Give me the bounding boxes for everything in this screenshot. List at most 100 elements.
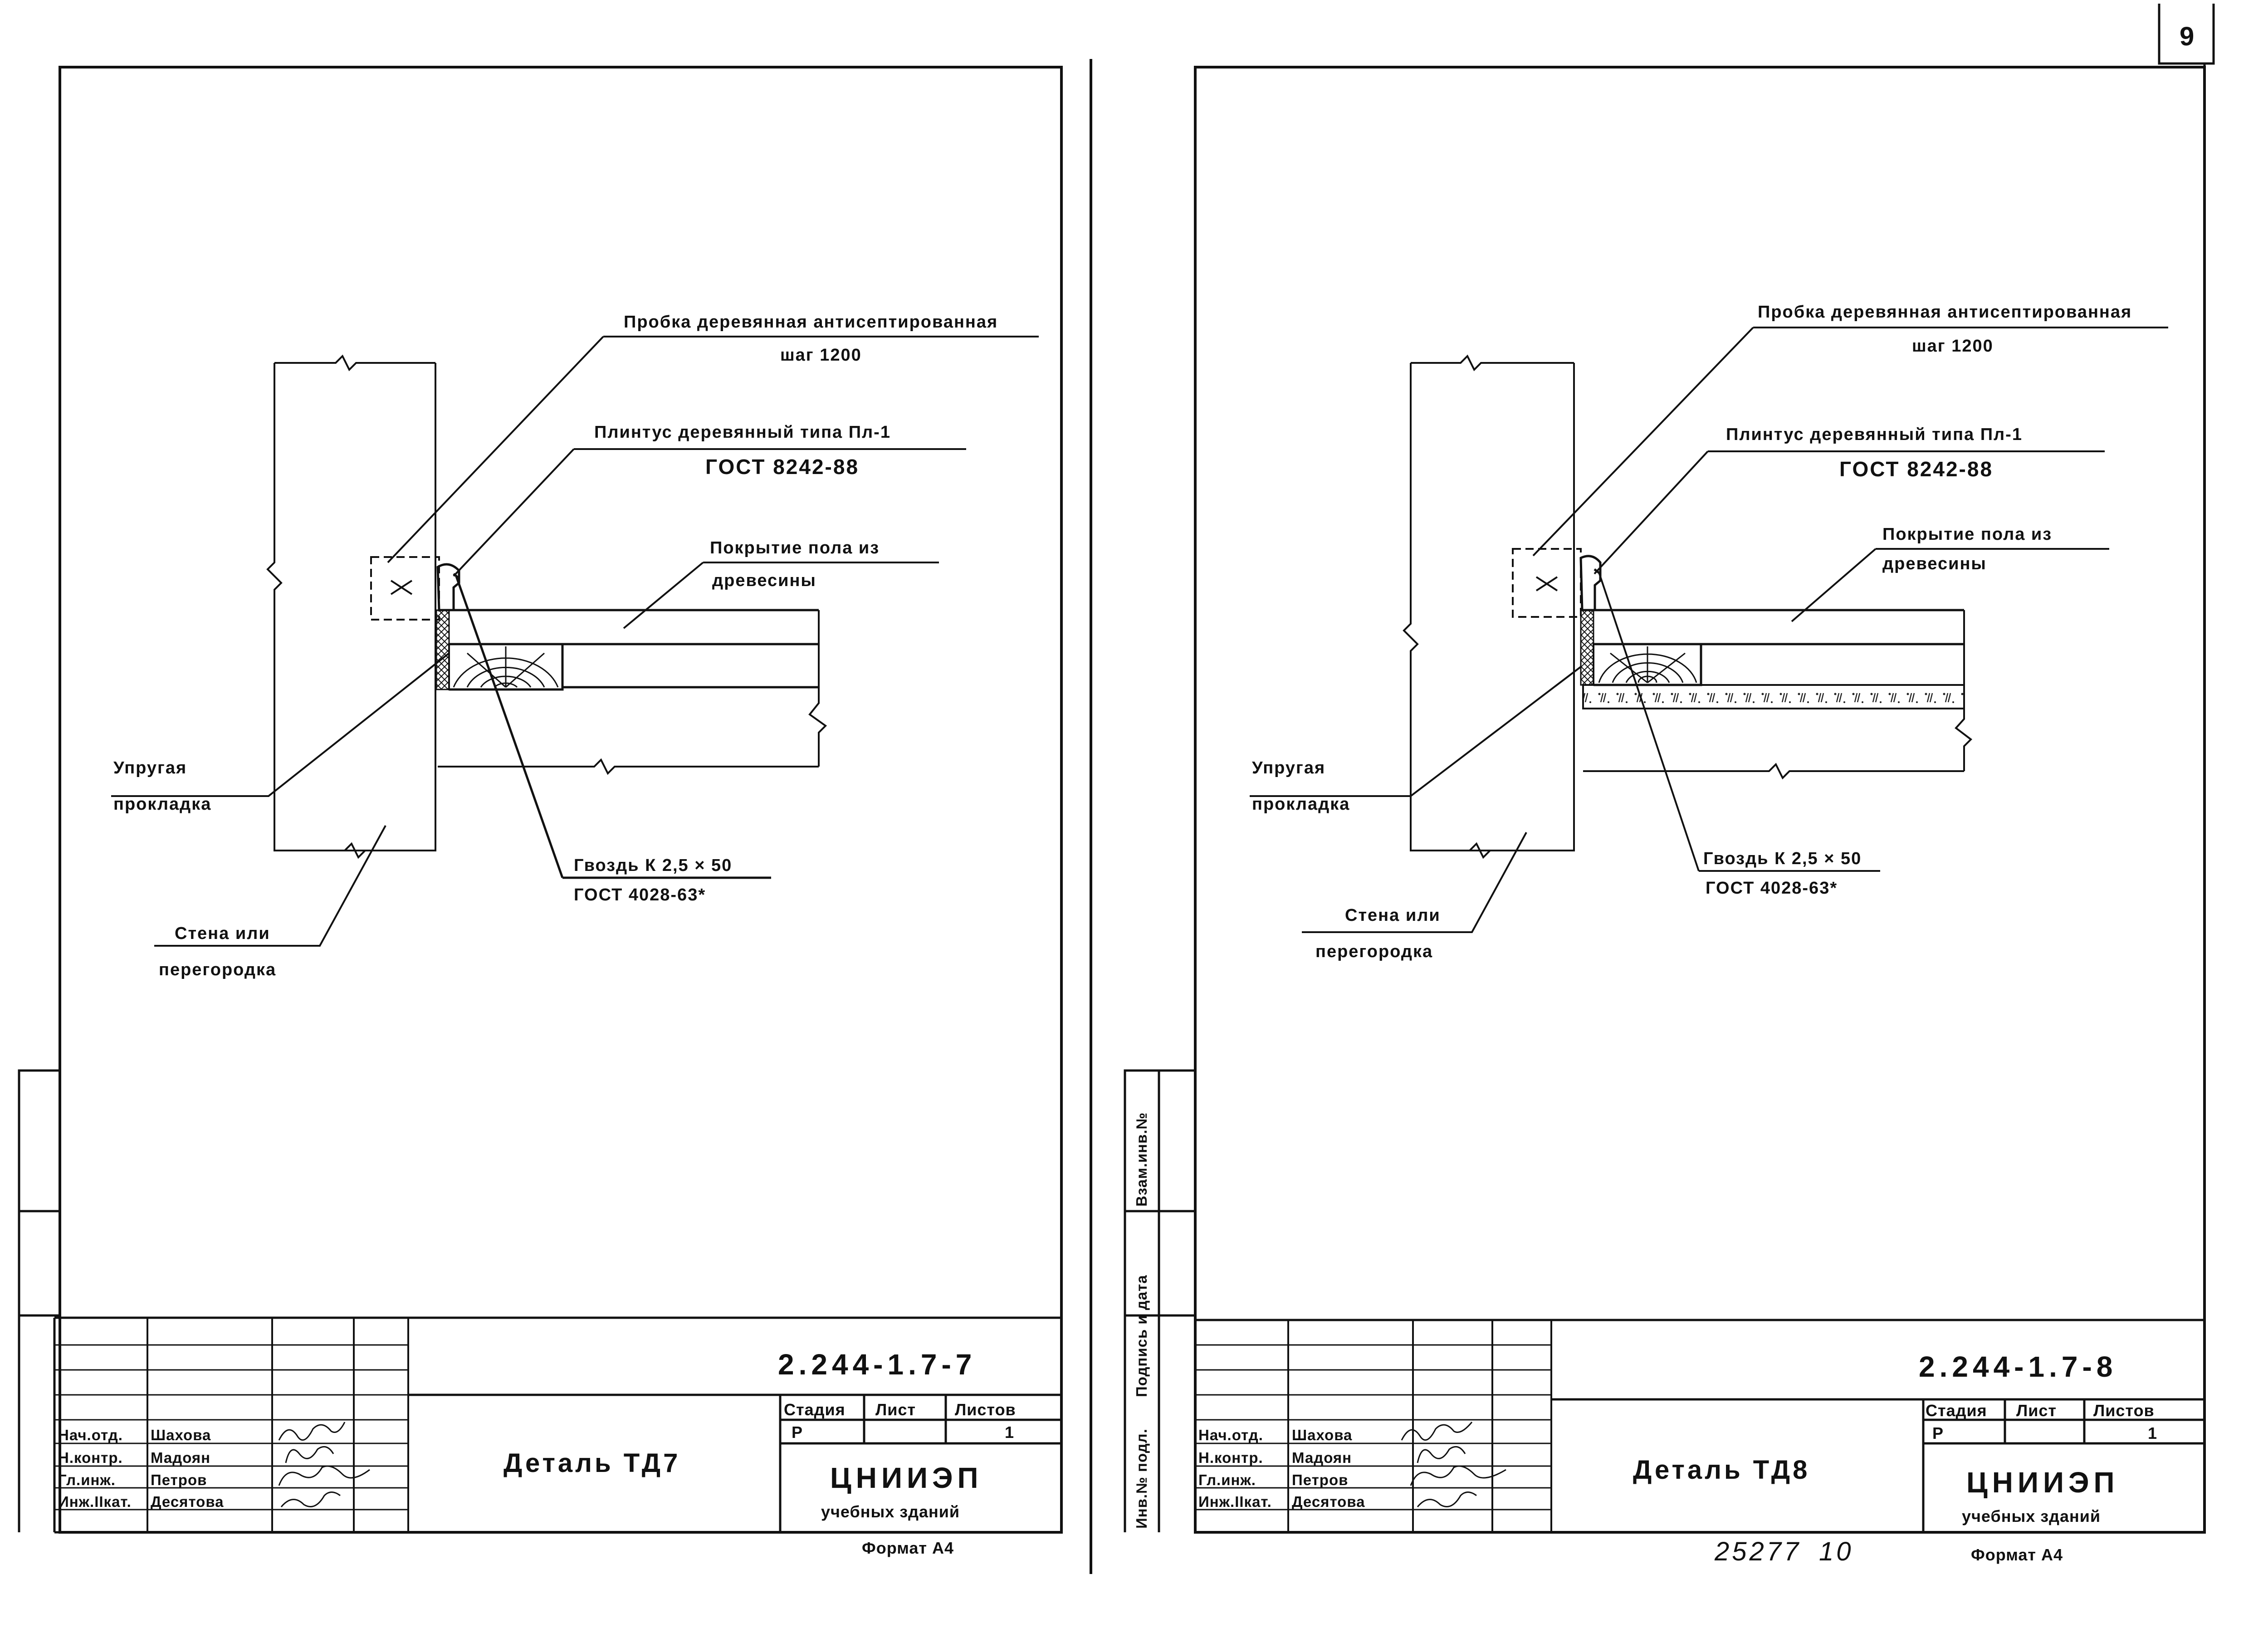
sheet-right: Взам.инв.№ Подпись и дата Инв.№ подл. bbox=[1124, 64, 2206, 1566]
leader-plug bbox=[1532, 327, 2168, 557]
doc-number: 25277 bbox=[1714, 1537, 1801, 1566]
header-sheet: Лист bbox=[875, 1400, 916, 1419]
label-floor-line2: древесины bbox=[712, 571, 816, 590]
value-sheets: 1 bbox=[1005, 1423, 1014, 1442]
title-detail: Деталь ТД7 bbox=[503, 1448, 680, 1478]
elastic-gasket bbox=[1580, 609, 1594, 686]
leader-plug bbox=[387, 336, 1039, 563]
label-gasket-line2: прокладка bbox=[113, 795, 211, 814]
plinth bbox=[436, 563, 460, 611]
org-subtitle: учебных зданий bbox=[1962, 1507, 2101, 1525]
org-subtitle: учебных зданий bbox=[821, 1502, 960, 1521]
elastic-gasket bbox=[435, 609, 450, 690]
name-4: Десятова bbox=[151, 1493, 224, 1510]
label-plug-line1: Пробка деревянная антисептированная bbox=[624, 313, 998, 332]
floor-break-right bbox=[1955, 610, 1973, 771]
label-gasket-line2: прокладка bbox=[1252, 795, 1350, 814]
role-1: Нач.отд. bbox=[1198, 1427, 1263, 1443]
name-3: Петров bbox=[1292, 1472, 1348, 1488]
subfloor-line bbox=[1583, 763, 1964, 780]
detail-td8: Пробка деревянная антисептированная шаг … bbox=[1250, 303, 2168, 961]
label-wall-line2: перегородка bbox=[1315, 942, 1433, 961]
doc-suffix: 10 bbox=[1819, 1537, 1854, 1566]
stamp-replace-inv: Взам.инв.№ bbox=[1133, 1112, 1150, 1207]
label-floor-line2: древесины bbox=[1882, 554, 1987, 573]
header-sheets: Листов bbox=[955, 1400, 1016, 1419]
sheet-number-box: 9 bbox=[2158, 4, 2215, 65]
label-plinth-line2: ГОСТ 8242-88 bbox=[1839, 457, 1993, 481]
leader-floor bbox=[1791, 548, 2109, 622]
wall-break-top bbox=[274, 354, 435, 372]
header-sheets: Листов bbox=[2093, 1401, 2155, 1420]
wooden-plug bbox=[370, 556, 440, 621]
subfloor-line bbox=[438, 758, 819, 775]
leader-wall bbox=[154, 825, 386, 947]
floor-board bbox=[449, 609, 819, 691]
role-3: Гл.инж. bbox=[58, 1472, 116, 1488]
org-name: ЦНИИЭП bbox=[830, 1462, 983, 1494]
wall-break-bottom bbox=[274, 842, 435, 859]
leader-wall bbox=[1302, 832, 1527, 933]
label-plug-line2: шаг 1200 bbox=[1912, 337, 1994, 356]
label-gasket-line1: Упругая bbox=[1252, 758, 1325, 777]
label-plinth-line1: Плинтус деревянный типа Пл-1 bbox=[594, 423, 891, 442]
plinth bbox=[1579, 555, 1602, 611]
joist bbox=[1593, 643, 1702, 686]
sheet-left-margin-strip bbox=[18, 1069, 60, 1532]
format-label: Формат А4 bbox=[1971, 1545, 2063, 1564]
value-stage: Р bbox=[792, 1423, 803, 1442]
label-gasket-line1: Упругая bbox=[113, 758, 187, 777]
floor-break-right bbox=[808, 610, 827, 767]
title-block-left: 2.244-1.7-7 Деталь ТД7 Стадия Лист Листо… bbox=[53, 1316, 1061, 1557]
label-wall-line2: перегородка bbox=[159, 960, 276, 979]
label-plug-line2: шаг 1200 bbox=[780, 346, 862, 365]
signatures-left bbox=[278, 1422, 370, 1507]
sheet-number: 9 bbox=[2180, 22, 2197, 51]
detail-td7: Пробка деревянная антисептированная шаг … bbox=[111, 313, 1039, 979]
name-4: Десятова bbox=[1292, 1493, 1365, 1510]
leader-gasket bbox=[1250, 666, 1582, 797]
role-1: Нач.отд. bbox=[58, 1427, 123, 1443]
header-stage: Стадия bbox=[1926, 1401, 1987, 1420]
leader-plinth bbox=[453, 448, 966, 577]
label-plug-line1: Пробка деревянная антисептированная bbox=[1758, 303, 2132, 322]
label-wall-line1: Стена или bbox=[1345, 906, 1441, 925]
plug-cross bbox=[1535, 576, 1558, 592]
value-stage: Р bbox=[1932, 1424, 1944, 1442]
name-1: Шахова bbox=[1292, 1427, 1352, 1443]
role-4: Инж.IIкат. bbox=[1198, 1493, 1272, 1510]
title-code: 2.244-1.7-8 bbox=[1919, 1350, 2117, 1383]
label-floor-line1: Покрытие пола из bbox=[1882, 525, 2052, 544]
stamp-signature-date: Подпись и дата bbox=[1133, 1275, 1150, 1397]
leader-gasket bbox=[111, 652, 450, 797]
role-3: Гл.инж. bbox=[1198, 1472, 1256, 1488]
title-block-right: 2.244-1.7-8 Деталь ТД8 Стадия Лист Листо… bbox=[1195, 1319, 2204, 1566]
wall-break-top bbox=[1411, 354, 1574, 372]
role-2: Н.контр. bbox=[1198, 1449, 1263, 1466]
label-nail-line1: Гвоздь К 2,5 × 50 bbox=[574, 856, 732, 875]
label-wall-line1: Стена или bbox=[175, 924, 270, 943]
label-plinth-line2: ГОСТ 8242-88 bbox=[705, 455, 859, 479]
name-2: Мадоян bbox=[1292, 1449, 1352, 1466]
name-2: Мадоян bbox=[151, 1449, 210, 1466]
label-nail-line1: Гвоздь К 2,5 × 50 bbox=[1703, 849, 1862, 868]
leader-nail bbox=[455, 575, 771, 879]
screed-layer bbox=[1582, 684, 1965, 709]
label-plinth-line1: Плинтус деревянный типа Пл-1 bbox=[1726, 425, 2023, 444]
label-nail-line2: ГОСТ 4028-63* bbox=[1706, 879, 1838, 898]
name-1: Шахова bbox=[151, 1427, 211, 1443]
role-4: Инж.IIкат. bbox=[58, 1493, 132, 1510]
wall-outline bbox=[1403, 363, 1575, 851]
title-detail: Деталь ТД8 bbox=[1633, 1455, 1810, 1485]
value-sheets: 1 bbox=[2148, 1424, 2157, 1442]
label-floor-line1: Покрытие пола из bbox=[710, 538, 880, 557]
title-code: 2.244-1.7-7 bbox=[778, 1348, 976, 1381]
sheet-right-margin-strip bbox=[1124, 1069, 1195, 1532]
role-2: Н.контр. bbox=[58, 1449, 123, 1466]
joist bbox=[448, 643, 563, 690]
floor-board bbox=[1593, 609, 1964, 686]
header-stage: Стадия bbox=[784, 1400, 846, 1419]
leader-nail bbox=[1598, 572, 1880, 872]
